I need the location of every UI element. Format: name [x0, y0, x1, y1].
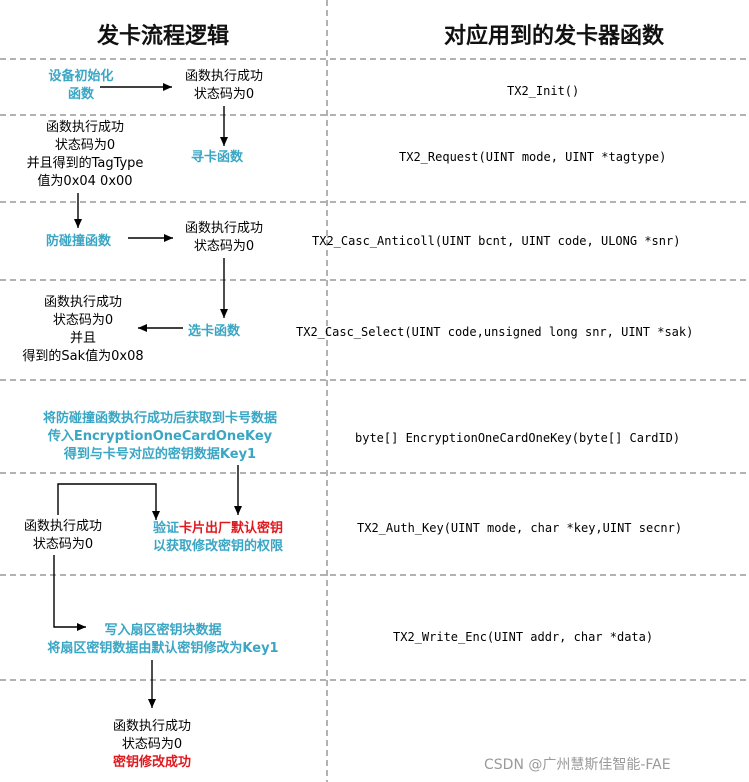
final-result-text: 函数执行成功状态码为0 密钥修改成功: [112, 719, 191, 770]
select-result-text: 函数执行成功状态码为0 并且得到的Sak值为0x08: [22, 295, 144, 364]
function-encryption-one-card-one-key: byte[] EncryptionOneCardOneKey(byte[] Ca…: [355, 431, 681, 445]
watermark-text: CSDN @广州慧斯佳智能-FAE: [484, 757, 671, 773]
right-column-header: 对应用到的发卡器函数: [444, 24, 665, 49]
anticoll-result-text: 函数执行成功状态码为0: [184, 221, 263, 254]
auth-result-text: 函数执行成功状态码为0: [23, 519, 102, 552]
function-tx2-write-enc: TX2_Write_Enc(UINT addr, char *data): [393, 630, 654, 644]
request-function-label: 寻卡函数: [191, 150, 244, 165]
write-step-text: 写入扇区密钥块数据将扇区密钥数据由默认密钥修改为Key1: [47, 623, 279, 656]
select-function-label: 选卡函数: [188, 324, 241, 339]
init-result-text: 函数执行成功状态码为0: [184, 69, 263, 102]
arrow-loop-to-auth: [57, 483, 160, 520]
function-tx2-casc-select: TX2_Casc_Select(UINT code,unsigned long …: [296, 325, 694, 339]
left-column-header: 发卡流程逻辑: [97, 24, 230, 49]
init-function-label: 设备初始化函数: [48, 69, 114, 102]
anticoll-function-label: 防碰撞函数: [46, 234, 112, 249]
encryption-step-text: 将防碰撞函数执行成功后获取到卡号数据传入EncryptionOneCardOne…: [42, 411, 277, 462]
auth-verify-text: 验证卡片出厂默认密钥 以获取修改密钥的权限: [153, 521, 284, 554]
arrow-auth-result-to-write: [53, 555, 86, 631]
function-tx2-request: TX2_Request(UINT mode, UINT *tagtype): [399, 150, 667, 164]
function-tx2-casc-anticoll: TX2_Casc_Anticoll(UINT bcnt, UINT code, …: [312, 234, 681, 248]
function-tx2-auth-key: TX2_Auth_Key(UINT mode, char *key,UINT s…: [357, 521, 683, 535]
function-tx2-init: TX2_Init(): [507, 84, 580, 98]
